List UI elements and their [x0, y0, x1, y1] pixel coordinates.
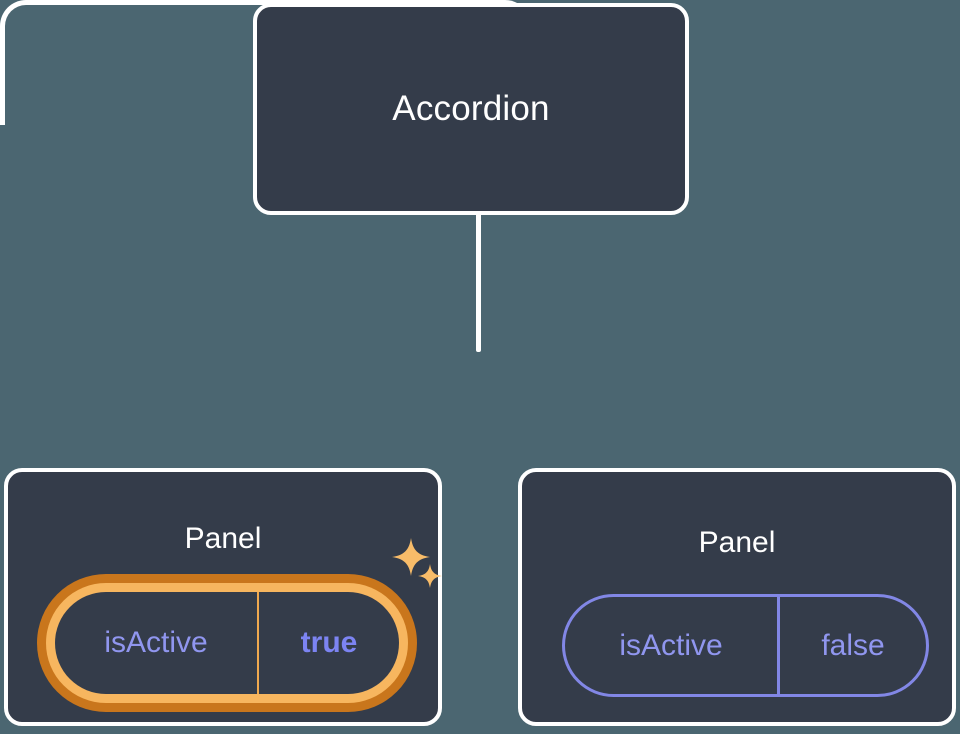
node-accordion-label: Accordion: [392, 89, 550, 128]
prop-value-true: true: [257, 592, 399, 694]
prop-pill-is-active-false[interactable]: isActive false: [562, 594, 929, 697]
connector-root-to-branch: [476, 212, 481, 352]
node-panel-inactive[interactable]: Panel isActive false: [518, 468, 956, 726]
sparkle-small-icon: [418, 564, 442, 588]
node-panel-inactive-label: Panel: [698, 526, 776, 559]
prop-pill-ring-inner: isActive true: [46, 583, 408, 703]
node-panel-active[interactable]: Panel isActive true: [4, 468, 442, 726]
prop-pill-is-active-true[interactable]: isActive true: [37, 574, 417, 712]
prop-pill-core: isActive true: [55, 592, 399, 694]
prop-key-is-active: isActive: [104, 626, 208, 659]
node-panel-active-label: Panel: [184, 522, 262, 555]
node-accordion[interactable]: Accordion: [253, 3, 689, 215]
prop-key-is-active: isActive: [619, 628, 723, 662]
prop-value-false: false: [777, 597, 926, 694]
